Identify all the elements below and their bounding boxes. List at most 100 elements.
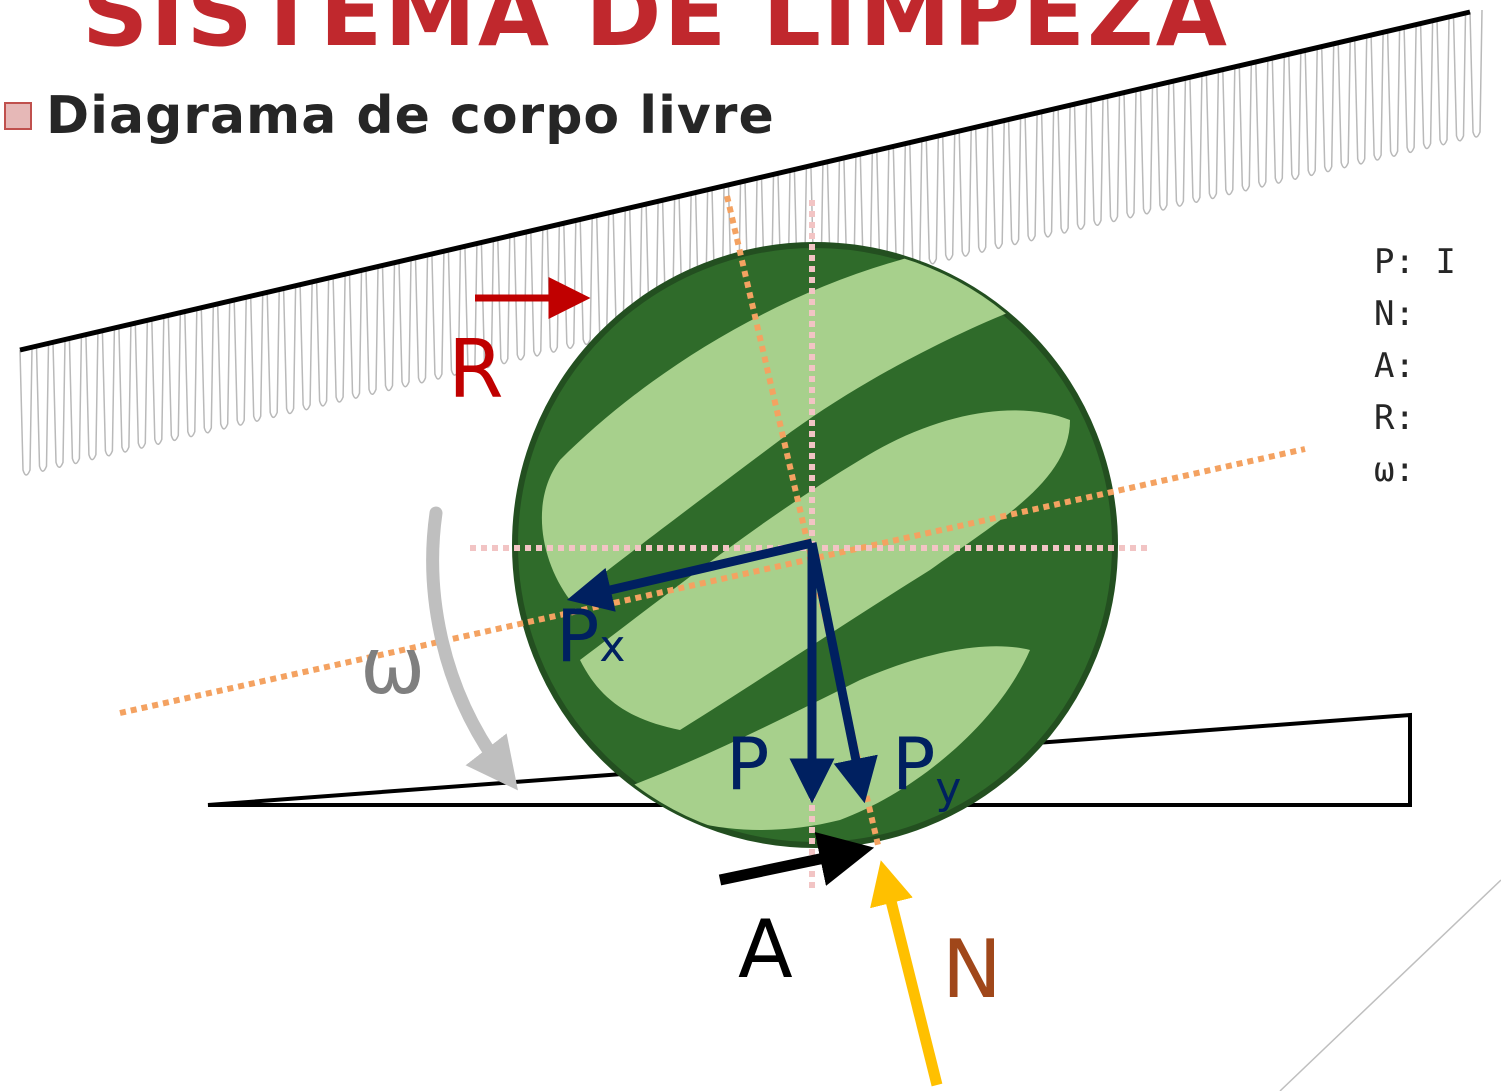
decor-line <box>1279 879 1501 1091</box>
bristle <box>381 263 396 392</box>
bristle <box>249 294 264 422</box>
bristle <box>348 271 363 399</box>
force-py-arrow <box>807 542 878 804</box>
legend-item-r: R: <box>1374 398 1415 438</box>
subtitle-row: Diagrama de corpo livre <box>0 86 775 146</box>
bristle <box>151 317 165 446</box>
bristle <box>958 129 972 257</box>
bristle <box>447 248 462 376</box>
bristle <box>282 286 297 415</box>
label-py-main: P <box>892 722 936 806</box>
bristle <box>892 144 907 273</box>
bristle <box>595 213 610 342</box>
bristle <box>974 125 989 253</box>
bristle <box>941 132 956 261</box>
bristle <box>19 347 33 476</box>
bristle <box>1024 113 1038 242</box>
force-a-arrow <box>718 832 875 886</box>
legend-item-a: A: <box>1374 346 1415 386</box>
label-py: Py <box>892 728 961 811</box>
bristle <box>35 344 50 472</box>
bristle <box>1452 13 1467 142</box>
bristle <box>85 332 99 461</box>
label-px-main: P <box>556 594 600 678</box>
omega-rotation-icon <box>426 506 518 791</box>
subtitle: Diagrama de corpo livre <box>46 86 775 146</box>
label-r: R <box>448 323 504 416</box>
legend-item-omega: ω: <box>1374 450 1415 490</box>
bristle <box>266 290 280 419</box>
bristle <box>1419 21 1434 150</box>
bristle <box>200 305 215 434</box>
bristle <box>1255 59 1269 188</box>
bristle <box>1073 102 1088 230</box>
bristle <box>101 328 116 457</box>
bristle <box>52 340 66 469</box>
bristle <box>1123 90 1137 219</box>
bristle <box>991 121 1005 250</box>
bristle <box>1436 17 1450 146</box>
bristle <box>1469 9 1483 138</box>
bristle <box>1040 109 1055 238</box>
bristle <box>365 267 379 396</box>
label-omega: ω <box>360 622 426 712</box>
bristle <box>1238 63 1253 192</box>
bristle <box>1222 67 1236 196</box>
slide-title: SISTEMA DE LIMPEZA <box>82 0 1229 67</box>
bristle <box>1156 82 1170 211</box>
bristle <box>563 221 577 350</box>
bristle <box>118 324 132 453</box>
bristle <box>579 217 593 346</box>
bristle <box>233 298 247 426</box>
bristle <box>414 255 429 384</box>
bristle <box>925 136 940 265</box>
bristle <box>530 228 544 357</box>
bristle <box>216 301 231 430</box>
legend-item-p: P: I <box>1374 242 1456 282</box>
label-a: A <box>738 903 793 996</box>
bristle <box>1386 29 1401 157</box>
bristle <box>909 140 923 269</box>
bristle <box>1353 36 1368 165</box>
bristle <box>431 251 445 380</box>
label-p: P <box>726 722 770 806</box>
brush-line <box>19 9 1471 353</box>
bristle <box>1106 94 1121 223</box>
bristle <box>398 259 412 388</box>
bristle <box>1403 25 1417 154</box>
bristle <box>1337 40 1351 169</box>
force-px-arrow <box>566 538 814 612</box>
bristle <box>1172 79 1187 207</box>
bristle <box>315 278 330 407</box>
label-px-sub: x <box>599 621 626 672</box>
force-n-arrow <box>870 860 943 1087</box>
label-n: N <box>942 923 1002 1016</box>
bristle <box>1189 75 1203 204</box>
label-px: Px <box>556 600 625 672</box>
square-bullet-icon <box>4 102 32 130</box>
bristle <box>1090 98 1104 227</box>
bristle <box>134 321 149 449</box>
bristle <box>184 309 198 438</box>
bristle <box>1288 52 1302 181</box>
legend: P: I N: A: R: ω: <box>1374 238 1456 498</box>
bristle <box>546 225 561 353</box>
bristle <box>1139 86 1154 215</box>
bristle <box>1205 71 1220 200</box>
bristle <box>68 336 83 465</box>
bristle <box>332 274 346 403</box>
legend-item-n: N: <box>1374 294 1415 334</box>
guide-line-incline <box>119 446 1306 716</box>
bristle <box>167 313 182 442</box>
bristle <box>1370 32 1384 161</box>
bristle <box>1320 44 1335 173</box>
bristle <box>480 240 495 369</box>
bristle <box>1304 48 1318 177</box>
bristle <box>464 244 478 373</box>
bristle <box>1057 105 1071 234</box>
label-py-sub: y <box>935 763 962 814</box>
bristle <box>1271 56 1286 184</box>
bristle <box>1007 117 1022 246</box>
